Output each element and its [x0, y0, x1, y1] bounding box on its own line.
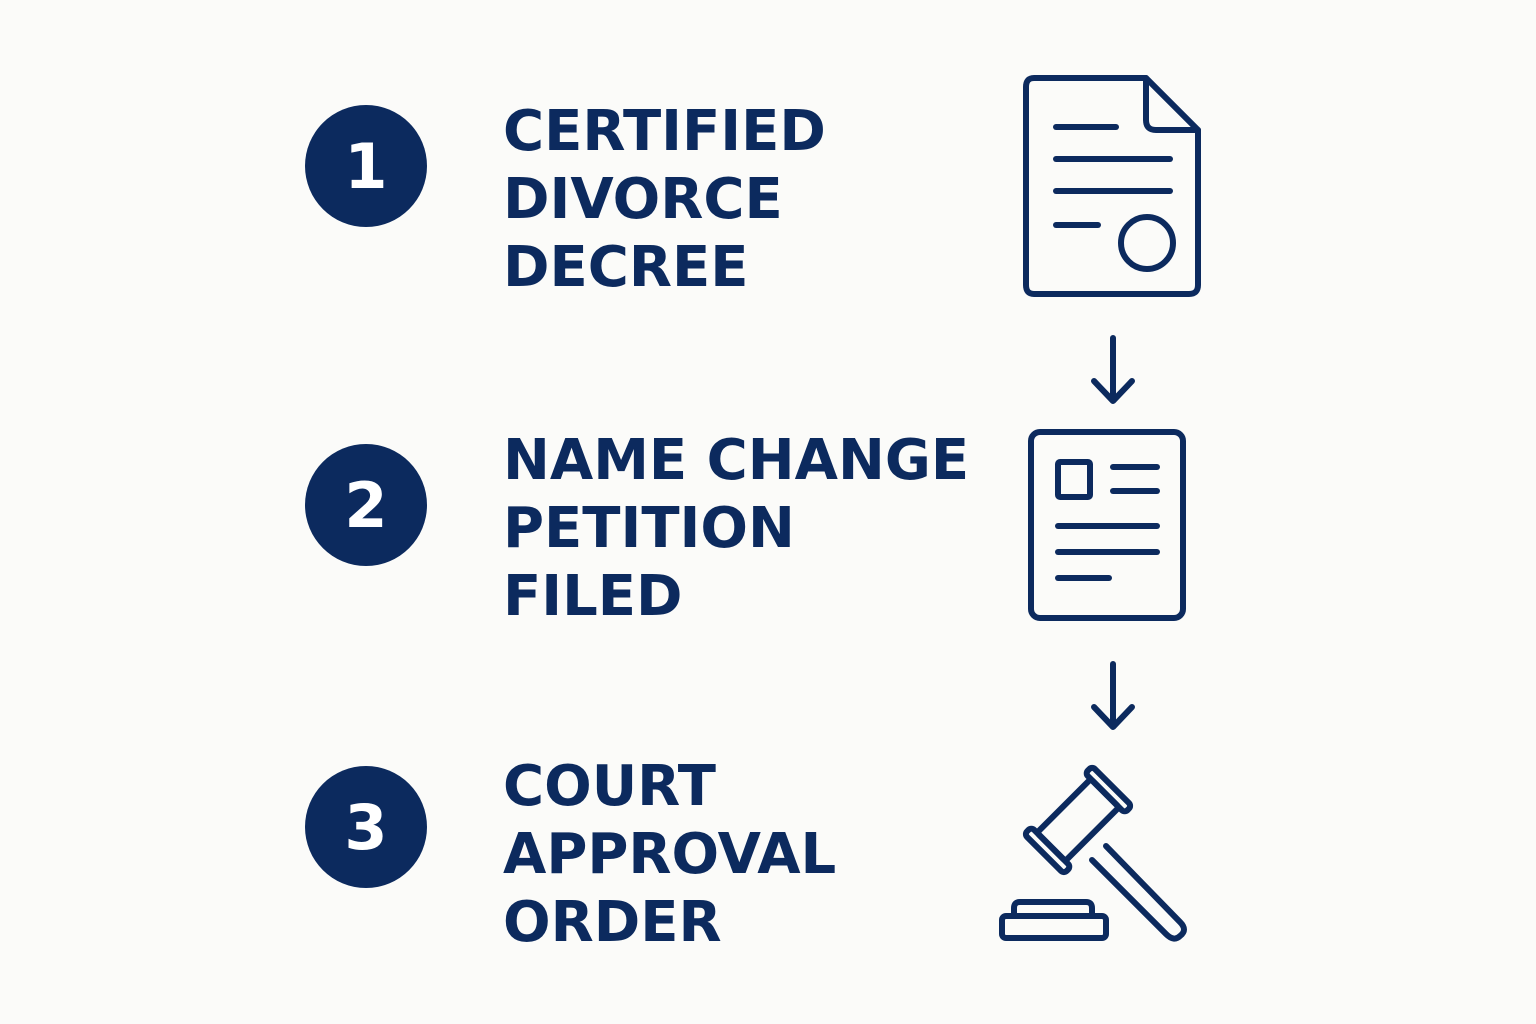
step-1-label-line-3: DECREE — [503, 235, 749, 300]
step-number-3-text: 3 — [344, 790, 388, 864]
step-number-1-text: 1 — [344, 129, 388, 203]
step-label-2: NAME CHANGE PETITION FILED — [503, 427, 969, 631]
step-2-label-line-1: NAME CHANGE — [503, 428, 970, 493]
certificate-document-icon — [1023, 75, 1201, 297]
step-1-label-line-2: DIVORCE — [503, 167, 783, 232]
step-2-label-line-2: PETITION — [503, 496, 795, 561]
down-arrow-icon — [1091, 335, 1135, 404]
step-3-label-line-1: COURT — [503, 754, 716, 819]
step-1-label-line-1: CERTIFIED — [503, 99, 826, 164]
form-document-icon — [1028, 429, 1186, 621]
step-label-1: CERTIFIED DIVORCE DECREE — [503, 98, 826, 302]
down-arrow-icon — [1091, 661, 1135, 730]
gavel-icon — [999, 764, 1187, 942]
step-3-label-line-2: APPROVAL — [503, 822, 837, 887]
step-number-3: 3 — [305, 766, 427, 888]
step-label-3: COURT APPROVAL ORDER — [503, 753, 836, 957]
step-number-1: 1 — [305, 105, 427, 227]
step-3-label-line-3: ORDER — [503, 890, 722, 955]
step-number-2: 2 — [305, 444, 427, 566]
step-2-label-line-3: FILED — [503, 564, 683, 629]
step-number-2-text: 2 — [344, 468, 388, 542]
